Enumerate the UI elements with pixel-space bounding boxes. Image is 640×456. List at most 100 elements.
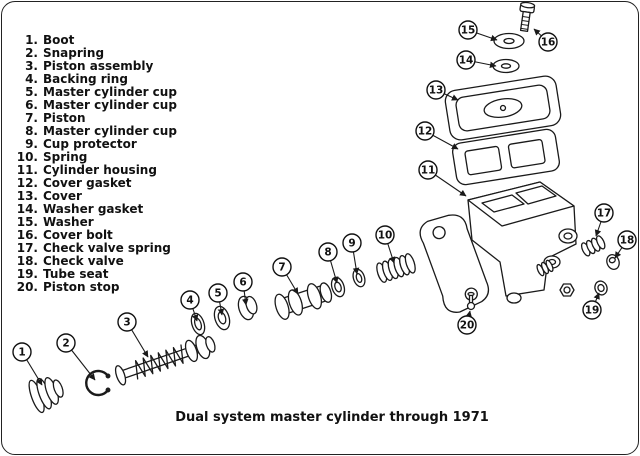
part-check-valve-spring	[580, 235, 606, 257]
svg-text:9: 9	[348, 238, 355, 250]
parts-list-item: 5.Master cylinder cup	[12, 86, 177, 99]
part-cover-gasket	[452, 128, 560, 186]
parts-list-item: 8. Master cylinder cup	[12, 125, 177, 138]
part-piston-assembly	[114, 334, 216, 386]
part-snapring	[85, 369, 111, 397]
parts-list-item: 3. Piston assembly	[12, 60, 177, 73]
part-number: 20.	[16, 280, 38, 294]
part-name: Spring	[43, 150, 88, 164]
part-backing-ring	[190, 312, 206, 336]
part-check-valve	[606, 254, 620, 270]
svg-text:20: 20	[460, 320, 475, 332]
part-number: 1.	[25, 33, 38, 47]
part-name: Check valve spring	[43, 241, 171, 255]
callout-7: 7	[272, 257, 292, 277]
callout-10: 10	[375, 225, 395, 245]
callout-15: 15	[458, 20, 478, 40]
svg-text:11: 11	[421, 165, 436, 177]
figure-caption: Dual system master cylinder through 1971	[175, 410, 489, 425]
svg-text:14: 14	[459, 55, 474, 67]
callout-17: 17	[594, 203, 614, 223]
part-name: Cup protector	[43, 137, 137, 151]
part-hex-fitting	[559, 283, 575, 297]
part-number: 6.	[25, 98, 38, 112]
part-spring	[376, 253, 416, 283]
part-name: Tube seat	[43, 267, 109, 281]
parts-list-item: 16. Cover bolt	[12, 229, 177, 242]
part-number: 5.	[25, 85, 38, 99]
callout-20: 20	[457, 315, 477, 335]
part-cylinder-housing	[419, 181, 578, 313]
part-number: 4.	[25, 72, 38, 86]
part-washer-gasket	[492, 58, 520, 74]
callout-14: 14	[456, 50, 476, 70]
part-number: 14.	[16, 202, 38, 216]
callouts: 1 2 3 4 5 6 7 8 9 10 11 12 13 14 15 16 1…	[12, 20, 637, 362]
part-name: Master cylinder cup	[43, 98, 177, 112]
callout-1: 1	[12, 342, 32, 362]
parts-list-item: 18.Check valve	[12, 255, 177, 268]
parts-list-item: 7. Piston	[12, 112, 177, 125]
svg-text:1: 1	[18, 347, 25, 359]
parts-list-item: 2.Snapring	[12, 47, 177, 60]
part-number: 17.	[16, 241, 38, 255]
part-cover	[444, 75, 562, 141]
part-number: 18.	[16, 254, 38, 268]
part-name: Cylinder housing	[43, 163, 157, 177]
parts-list-item: 9.Cup protector	[12, 138, 177, 151]
parts-list-item: 19. Tube seat	[12, 268, 177, 281]
part-name: Master cylinder cup	[43, 124, 177, 138]
part-name: Washer	[43, 215, 94, 229]
callout-3: 3	[117, 312, 137, 332]
part-tube-seat	[594, 280, 608, 296]
parts-list-item: 1. Boot	[12, 34, 177, 47]
part-cup-protector	[352, 268, 366, 288]
callout-9: 9	[342, 233, 362, 253]
parts-list-item: 4.Backing ring	[12, 73, 177, 86]
part-name: Snapring	[43, 46, 105, 60]
svg-text:13: 13	[429, 85, 444, 97]
svg-text:4: 4	[186, 295, 193, 307]
svg-text:17: 17	[597, 208, 612, 220]
part-number: 7.	[25, 111, 38, 125]
part-piston-stop	[466, 291, 476, 311]
callout-5: 5	[208, 283, 228, 303]
part-number: 12.	[16, 176, 38, 190]
parts-list-item: 6. Master cylinder cup	[12, 99, 177, 112]
parts-list-item: 17. Check valve spring	[12, 242, 177, 255]
parts-list-item: 15.Washer	[12, 216, 177, 229]
part-name: Piston assembly	[43, 59, 154, 73]
part-washer	[493, 32, 525, 50]
parts-list-item: 14. Washer gasket	[12, 203, 177, 216]
part-cup-6	[237, 295, 258, 321]
part-name: Boot	[43, 33, 75, 47]
svg-text:8: 8	[324, 247, 331, 259]
part-cup-5	[213, 305, 231, 331]
part-number: 8.	[25, 124, 38, 138]
part-number: 11.	[16, 163, 38, 177]
callout-19: 19	[582, 300, 602, 320]
part-name: Piston	[43, 111, 86, 125]
svg-text:12: 12	[418, 126, 433, 138]
parts-list-item: 20. Piston stop	[12, 281, 177, 294]
svg-text:5: 5	[214, 288, 221, 300]
parts-list-item: 11. Cylinder housing	[12, 164, 177, 177]
part-name: Cover gasket	[43, 176, 132, 190]
part-piston	[274, 282, 333, 320]
part-number: 3.	[25, 59, 38, 73]
callout-16: 16	[538, 32, 558, 52]
part-name: Washer gasket	[43, 202, 144, 216]
svg-text:2: 2	[62, 338, 69, 350]
part-name: Cover bolt	[43, 228, 113, 242]
part-name: Piston stop	[43, 280, 120, 294]
callout-11: 11	[418, 160, 438, 180]
svg-text:19: 19	[585, 305, 600, 317]
part-number: 13.	[16, 189, 38, 203]
part-cover-bolt	[519, 1, 536, 33]
part-number: 19.	[16, 267, 38, 281]
part-number: 16.	[16, 228, 38, 242]
svg-text:10: 10	[378, 230, 393, 242]
svg-text:18: 18	[620, 235, 635, 247]
